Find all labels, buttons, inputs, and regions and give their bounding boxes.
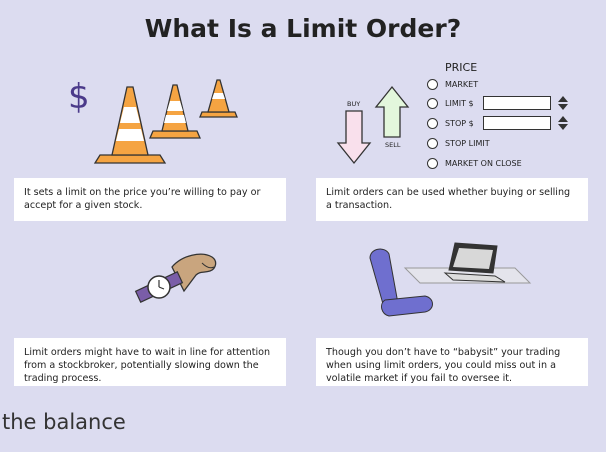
dollar-sign: $ xyxy=(68,77,90,117)
option-limit: LIMIT $ xyxy=(427,96,474,110)
radio-icon xyxy=(427,78,438,90)
wristwatch-illustration xyxy=(132,245,222,320)
option-stop: STOP $ xyxy=(427,116,474,130)
price-heading: PRICE xyxy=(445,61,478,74)
info-panel-4: Though you don’t have to “babysit” your … xyxy=(316,338,588,386)
desk-laptop-illustration xyxy=(365,238,535,333)
option-market-on-close: MARKET ON CLOSE xyxy=(427,156,522,170)
radio-icon xyxy=(427,157,438,169)
wristwatch-icon xyxy=(134,253,217,303)
radio-icon xyxy=(427,137,438,149)
option-market: MARKET xyxy=(427,77,478,91)
radio-icon xyxy=(427,97,438,109)
stepper-arrows-icon xyxy=(558,96,568,110)
limit-price-field xyxy=(483,96,551,110)
info-panel-2: Limit orders can be used whether buying … xyxy=(316,178,588,221)
page-title: What Is a Limit Order? xyxy=(144,14,462,43)
traffic-cones-icon xyxy=(93,79,238,164)
info-panel-3: Limit orders might have to wait in line … xyxy=(14,338,286,386)
brand-logo: the balance xyxy=(2,410,126,434)
stepper-arrows-icon xyxy=(558,116,568,130)
cones-illustration: $ xyxy=(60,75,260,180)
radio-icon xyxy=(427,117,438,129)
option-stop-limit: STOP LIMIT xyxy=(427,136,490,150)
sell-label: SELL xyxy=(385,141,401,149)
buy-sell-arrows xyxy=(336,85,416,172)
buy-label: BUY xyxy=(347,100,361,108)
arrows-icon xyxy=(336,85,410,165)
stop-price-field xyxy=(483,116,551,130)
info-panel-1: It sets a limit on the price you’re will… xyxy=(14,178,286,221)
laptop-desk-icon xyxy=(369,242,532,317)
